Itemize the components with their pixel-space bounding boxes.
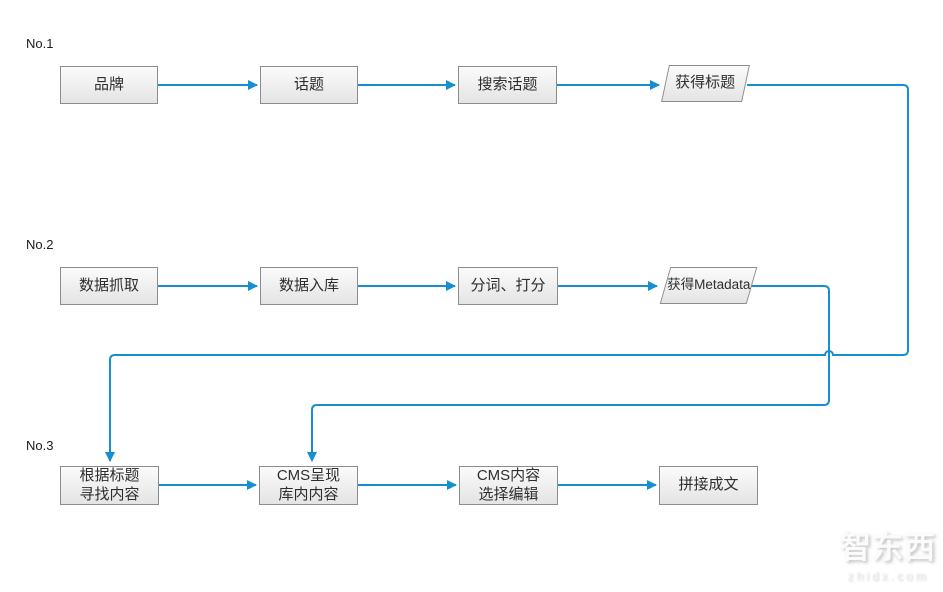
step-label-line1: 根据标题 bbox=[79, 467, 140, 485]
step-label: 搜索话题 bbox=[477, 75, 538, 93]
step-label: 数据入库 bbox=[278, 276, 339, 294]
step-data-crawl: 数据抓取 bbox=[60, 267, 158, 305]
connector-gettitle-to-find bbox=[105, 84, 909, 462]
step-label: 话题 bbox=[293, 75, 324, 93]
step-label-line2: 选择编辑 bbox=[478, 485, 539, 503]
step-cms-display: CMS呈现 库内内容 bbox=[259, 466, 358, 505]
step-label: 获得Metadata bbox=[666, 277, 751, 293]
step-find-content-by-title: 根据标题 寻找内容 bbox=[60, 466, 159, 505]
io-get-metadata: 获得Metadata bbox=[659, 267, 758, 304]
step-label: 拼接成文 bbox=[678, 476, 739, 494]
connector-metadata-to-cmsdisplay bbox=[307, 285, 830, 462]
step-label: 品牌 bbox=[93, 75, 124, 93]
step-data-store: 数据入库 bbox=[260, 267, 358, 305]
step-label: 分词、打分 bbox=[470, 276, 546, 294]
step-label-line2: 寻找内容 bbox=[79, 485, 140, 503]
lane-label-3: No.3 bbox=[26, 438, 54, 453]
step-segment-score: 分词、打分 bbox=[458, 267, 558, 305]
watermark: 智东西 zhidx.com bbox=[834, 522, 942, 583]
step-cms-select-edit: CMS内容 选择编辑 bbox=[459, 466, 558, 505]
step-label: 获得标题 bbox=[675, 74, 736, 92]
step-label-line2: 库内内容 bbox=[278, 485, 339, 503]
lane-label-1: No.1 bbox=[26, 36, 54, 51]
watermark-logo: 智东西 bbox=[840, 530, 936, 565]
watermark-domain: zhidx.com bbox=[847, 569, 929, 583]
step-label-line1: CMS呈现 bbox=[276, 467, 341, 485]
io-get-title: 获得标题 bbox=[661, 65, 750, 102]
step-label: 数据抓取 bbox=[78, 276, 139, 294]
step-label-line1: CMS内容 bbox=[476, 467, 541, 485]
step-brand: 品牌 bbox=[60, 66, 158, 104]
lane-label-2: No.2 bbox=[26, 237, 54, 252]
step-topic: 话题 bbox=[260, 66, 358, 104]
step-merge-article: 拼接成文 bbox=[659, 466, 758, 505]
step-search-topic: 搜索话题 bbox=[458, 66, 557, 104]
